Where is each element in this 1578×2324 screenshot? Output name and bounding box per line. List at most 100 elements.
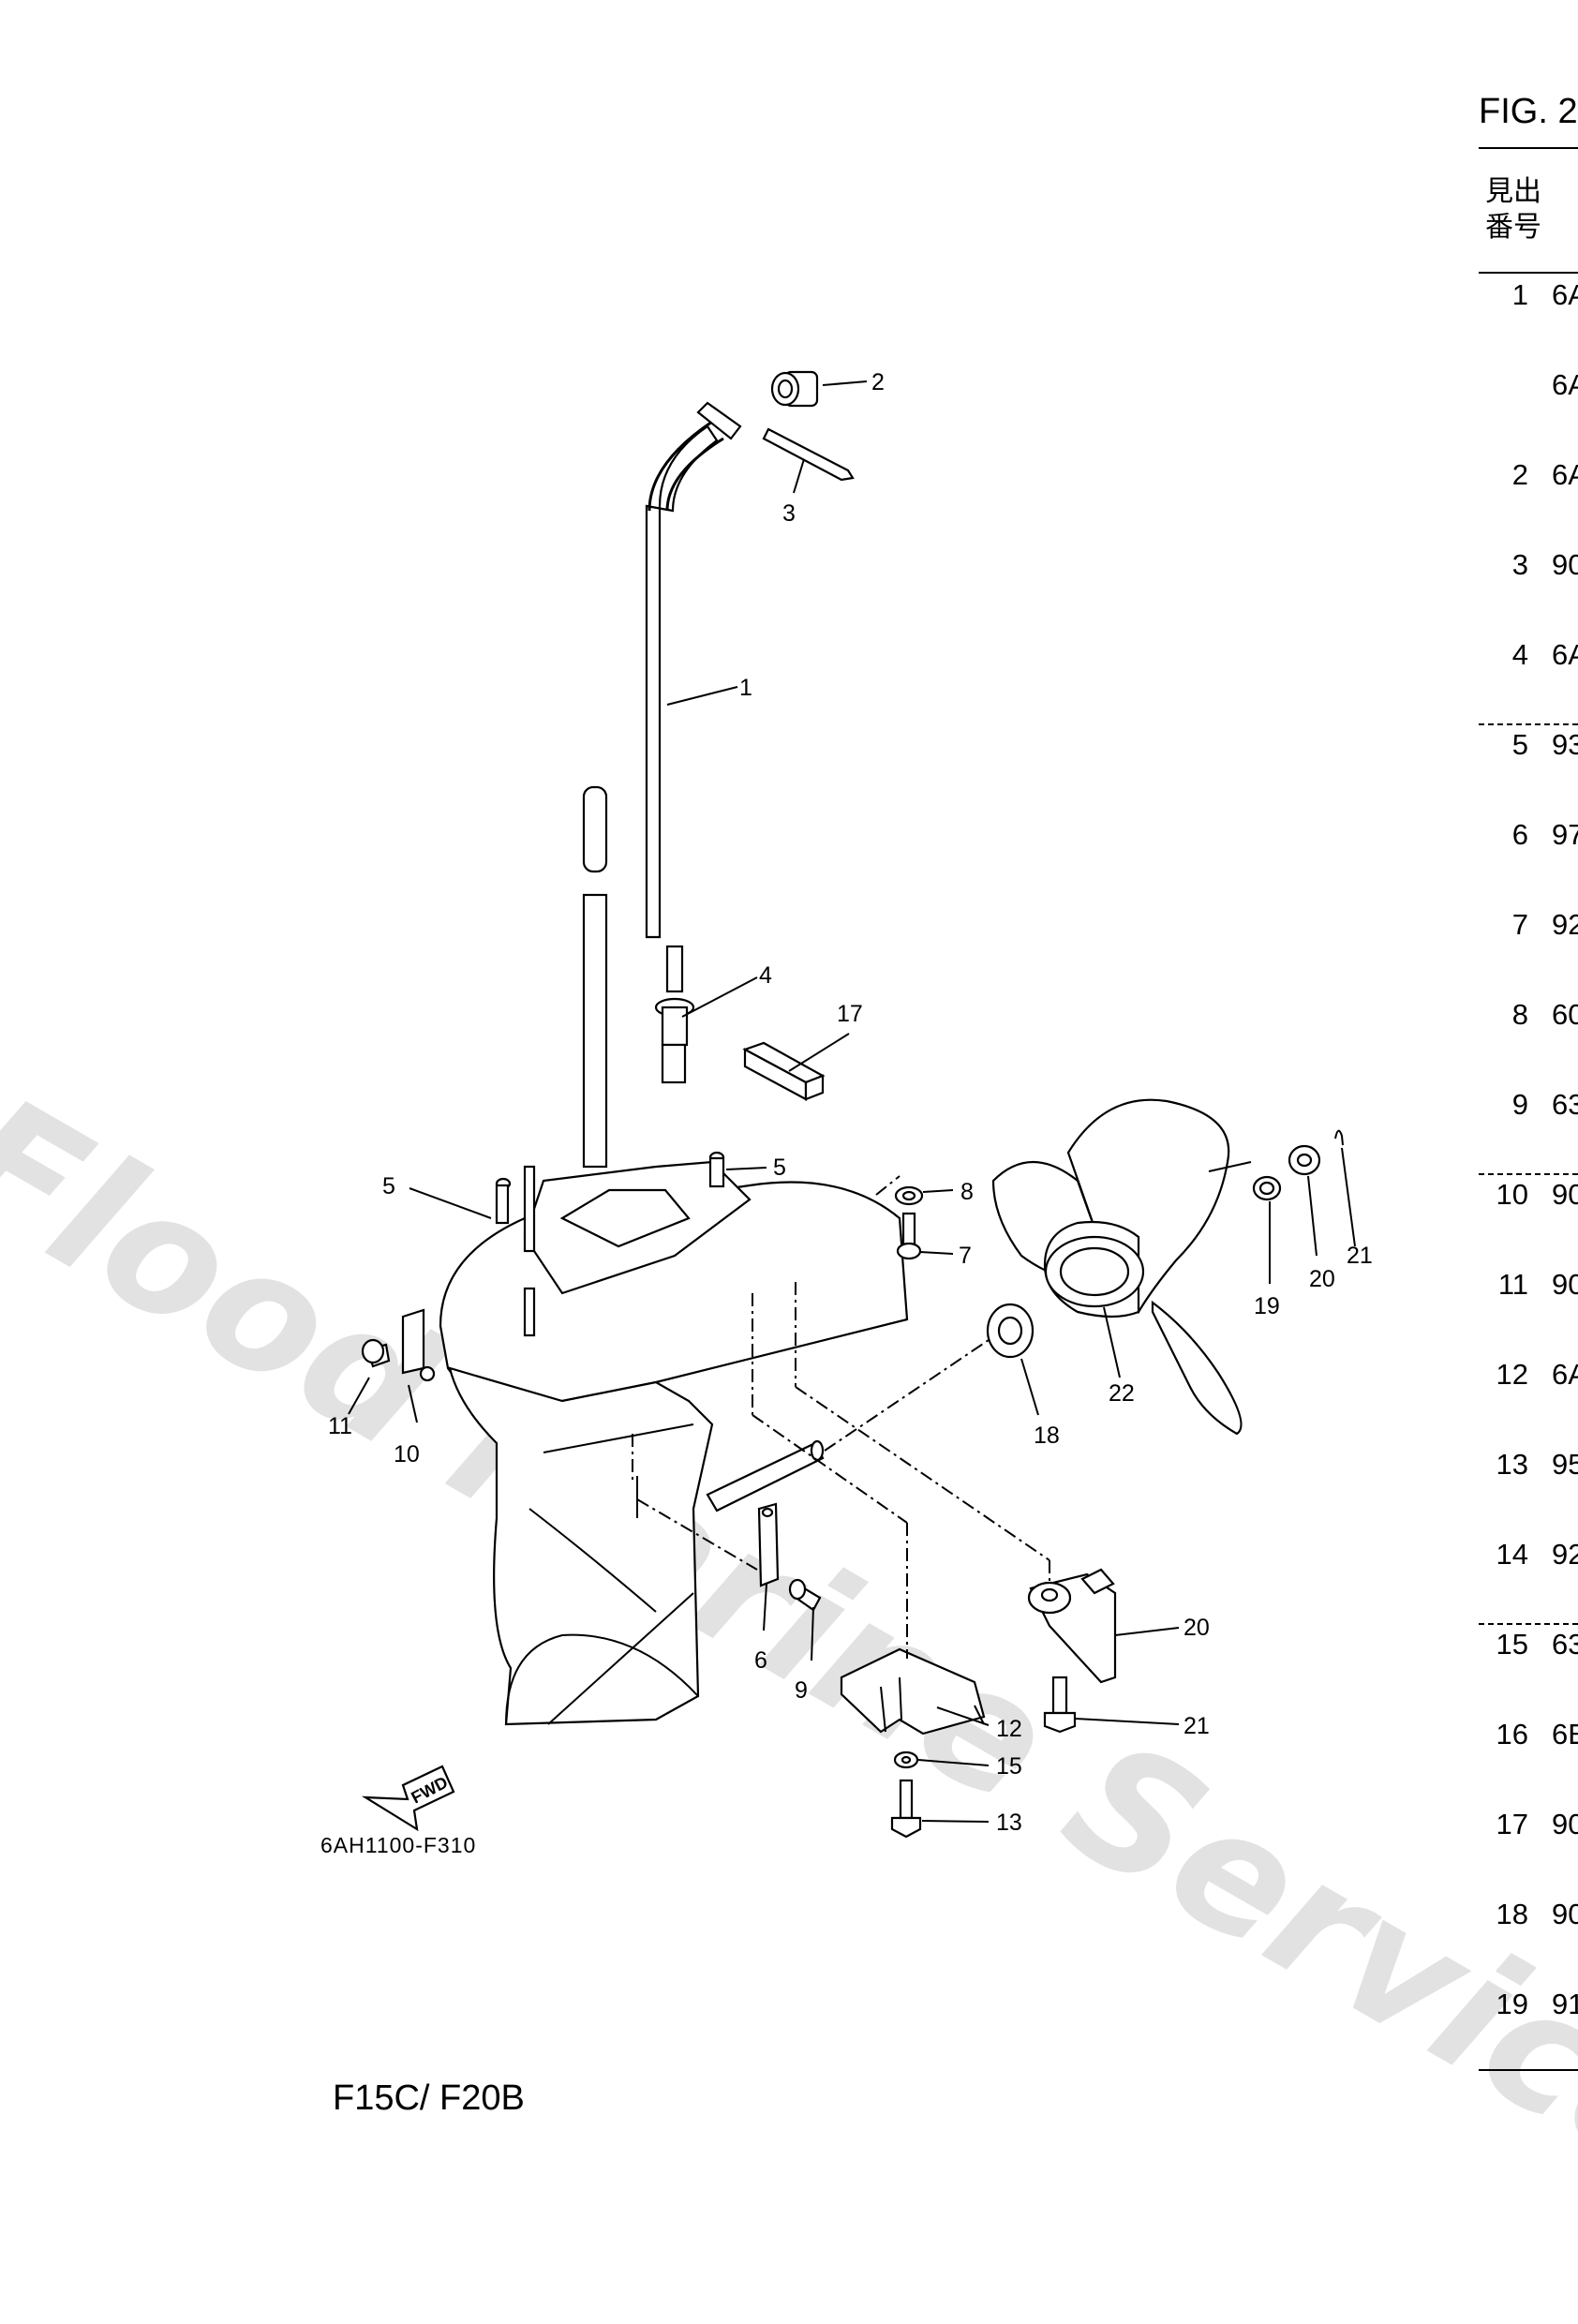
callout-20: 20 (1184, 1615, 1210, 1641)
drive-shaft (582, 785, 608, 1169)
row-code: 92 (1552, 1538, 1578, 1571)
row-no: 4 (1511, 638, 1528, 671)
row-code: 6A (1552, 368, 1578, 401)
row-code: 6A (1552, 458, 1578, 491)
row-code: 6E (1552, 1718, 1578, 1750)
callout-21: 21 (1184, 1713, 1210, 1739)
callout-8: 6 (754, 1647, 767, 1674)
part-14-washer (893, 1750, 919, 1769)
callout-numbers: 2 3 1 4 17 5 5 8 7 11 10 18 22 19 20 21 … (328, 369, 1373, 1836)
part-10-screw (788, 1578, 822, 1612)
callout-18: 20 (1309, 1266, 1335, 1292)
part-9-anode (401, 1308, 436, 1382)
callout-1: 1 (739, 675, 752, 701)
part-20-anode (1027, 1568, 1117, 1684)
part-18-nut (1288, 1144, 1321, 1176)
row-no: 12 (1496, 1358, 1528, 1391)
header-rule (1479, 147, 1578, 149)
header-bottom-rule (1479, 272, 1578, 274)
table-bottom-rule (1479, 2069, 1578, 2071)
part-7-washer (894, 1185, 924, 1206)
callout-14: 15 (996, 1753, 1022, 1780)
callout-22: 22 (1109, 1380, 1135, 1407)
part-11-nut (361, 1338, 391, 1368)
column-header-ref-no: 見出 番号 (1485, 175, 1541, 244)
row-no: 17 (1496, 1808, 1528, 1840)
row-no: 13 (1496, 1448, 1528, 1481)
part-3-clip (762, 427, 855, 482)
row-no: 18 (1496, 1898, 1528, 1930)
row-code: 60 (1552, 998, 1578, 1031)
part-15-plate (742, 1041, 826, 1101)
row-code: 95 (1552, 1448, 1578, 1481)
callout-6: 7 (959, 1243, 972, 1269)
row-code: 6A (1552, 278, 1578, 311)
callout-12: 12 (996, 1716, 1022, 1742)
part-21-bolt (1043, 1676, 1077, 1734)
callout-9: 10 (394, 1441, 420, 1467)
part-2-grommet (770, 370, 819, 408)
row-code: 97 (1552, 818, 1578, 851)
row-no: 7 (1511, 908, 1528, 941)
callout-16: 18 (1034, 1423, 1060, 1449)
part-8-anode (757, 1502, 780, 1587)
model-label: F15C/ F20B (333, 2078, 525, 2118)
row-no: 11 (1497, 1268, 1528, 1301)
row-code: 93 (1552, 728, 1578, 761)
callout-11: 11 (328, 1413, 352, 1439)
assembly-lines (632, 1175, 1050, 1659)
lower-case (439, 1151, 909, 1726)
group-divider (1479, 1173, 1578, 1175)
row-no: 9 (1511, 1088, 1528, 1121)
row-no: 14 (1496, 1538, 1528, 1571)
callout-5-right: 5 (773, 1155, 786, 1181)
row-code: 6A (1552, 638, 1578, 671)
callout-5-left: 5 (382, 1173, 395, 1199)
row-no: 10 (1496, 1178, 1528, 1211)
row-no: 19 (1496, 1988, 1528, 2020)
part-6-bolt (896, 1212, 922, 1260)
row-code: 92 (1552, 908, 1578, 941)
row-code: 90 (1552, 1898, 1578, 1930)
row-code: 90 (1552, 548, 1578, 581)
row-no: 16 (1496, 1718, 1528, 1750)
row-code: 63 (1552, 1088, 1578, 1121)
callout-13: 13 (996, 1810, 1022, 1836)
part-13-bolt (890, 1779, 922, 1839)
row-no: 15 (1496, 1628, 1528, 1661)
part-19-cotter-pin (1334, 1129, 1344, 1146)
drawing-number: 6AH1100-F310 (320, 1833, 477, 1857)
row-code: 63 (1552, 1628, 1578, 1661)
callout-19: 21 (1347, 1243, 1373, 1269)
part-1-water-pipe (645, 401, 742, 939)
part-16-spacer (986, 1303, 1035, 1359)
callout-2: 2 (871, 369, 885, 395)
fwd-arrow-icon: FWD (361, 1765, 455, 1832)
row-code: 90 (1552, 1178, 1578, 1211)
row-no: 1 (1511, 278, 1528, 311)
part-22-propeller (991, 1098, 1252, 1436)
callout-7: 8 (960, 1179, 974, 1205)
group-divider (1479, 1623, 1578, 1625)
row-no: 8 (1511, 998, 1528, 1031)
callout-15: 17 (837, 1001, 863, 1027)
row-no: 3 (1511, 548, 1528, 581)
part-17-washer (1252, 1175, 1282, 1201)
figure-title: FIG. 2 (1479, 92, 1578, 131)
row-code: 90 (1552, 1808, 1578, 1840)
callout-17: 19 (1254, 1293, 1280, 1319)
callout-4: 4 (759, 962, 772, 989)
row-no: 2 (1511, 458, 1528, 491)
row-no: 6 (1511, 818, 1528, 851)
leader-lines (348, 380, 1356, 1823)
callout-10: 9 (795, 1677, 808, 1704)
callout-3: 3 (782, 500, 796, 527)
row-no: 5 (1511, 728, 1528, 761)
row-code: 91 (1552, 1988, 1578, 2020)
row-code: 90 (1552, 1268, 1578, 1301)
row-code: 6A (1552, 1358, 1578, 1391)
part-4-grommet (654, 945, 695, 1084)
propeller-shaft (706, 1439, 825, 1512)
part-12-trim-tab (840, 1647, 986, 1736)
